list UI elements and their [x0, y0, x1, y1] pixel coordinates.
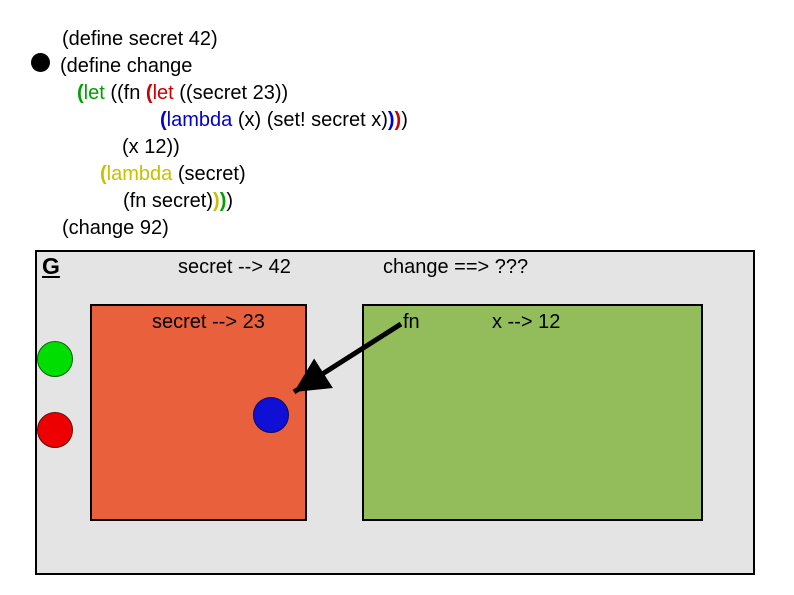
code-line: (x 12)) — [122, 135, 180, 159]
code-token: (x 12)) — [122, 136, 180, 158]
code-line: (change 92) — [62, 216, 169, 240]
code-token: ) — [226, 190, 234, 212]
global-env-label: G — [42, 253, 60, 279]
blue-circle — [253, 397, 289, 433]
code-token: ( — [77, 82, 84, 104]
code-token: (define change — [60, 55, 193, 77]
code-token: ( — [100, 163, 107, 185]
let-secret-binding: secret --> 23 — [152, 311, 265, 333]
code-token: let — [83, 82, 105, 104]
code-token: (change 92) — [62, 217, 169, 239]
bullet-icon — [31, 53, 50, 72]
code-token: lambda — [166, 109, 233, 131]
global-secret-binding: secret --> 42 — [178, 256, 291, 278]
code-token: ) — [401, 109, 408, 131]
code-token: ) — [219, 190, 227, 212]
closure-x-binding: x --> 12 — [492, 311, 561, 333]
code-token: ( — [160, 109, 167, 131]
code-line: (lambda (secret) — [100, 162, 246, 186]
closure-fn-label: fn — [403, 311, 420, 333]
code-token: ((secret 23)) — [173, 82, 289, 104]
code-token: let — [152, 82, 174, 104]
closure-env-box — [362, 304, 703, 521]
code-line: (lambda (x) (set! secret x)))) — [160, 108, 408, 132]
code-token: ) — [394, 109, 402, 131]
code-line: (define secret 42) — [62, 27, 218, 51]
green-circle — [37, 341, 73, 377]
code-token: (secret) — [172, 163, 246, 185]
code-token: (fn secret) — [123, 190, 214, 212]
code-token: ( — [145, 82, 153, 104]
global-change-binding: change ==> ??? — [383, 256, 529, 278]
code-line: (define change — [60, 54, 192, 78]
code-token: ) — [387, 109, 395, 131]
code-token: ((fn — [104, 82, 146, 104]
code-line: (fn secret)))) — [123, 189, 233, 213]
code-token: lambda — [106, 163, 173, 185]
code-token: ) — [213, 190, 220, 212]
red-circle — [37, 412, 73, 448]
code-line: (let ((fn (let ((secret 23)) — [77, 81, 288, 105]
code-token: (x) (set! secret x) — [232, 109, 388, 131]
code-token: (define secret 42) — [62, 28, 218, 50]
